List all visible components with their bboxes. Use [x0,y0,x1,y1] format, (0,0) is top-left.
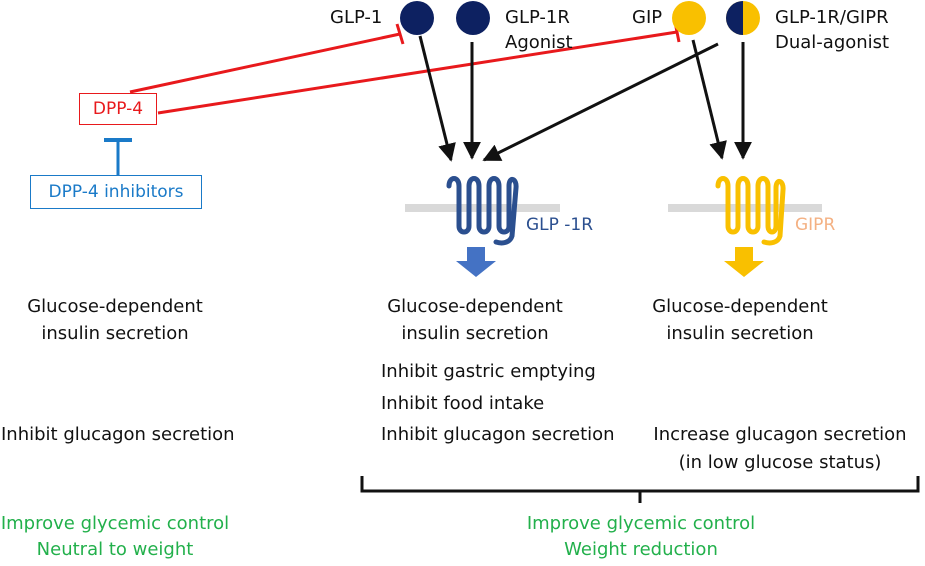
dual-agonist-half [726,1,743,35]
glp1r-receptor-icon [446,176,519,246]
dual-agonist-label-line2: Dual-agonist [775,32,890,53]
dpp4-to-glp1-tbar [395,23,405,45]
glp1r-signal-arrow [456,247,496,277]
gipr-receptor-icon [715,176,786,246]
dpp4-to-gip-line [157,30,678,115]
gipr-insulin-line2: insulin secretion [666,323,814,344]
gipr-signal-arrow [724,247,764,277]
glp1r-effect-glucagon: Inhibit glucagon secretion [381,424,615,445]
combined-outcome-line1: Improve glycemic control [526,513,756,534]
dpp4i-insulin-line2: insulin secretion [41,323,189,344]
dpp4i-glucagon: Inhibit glucagon secretion [1,424,235,445]
glp1r-agonist-label-line1: GLP-1R [505,7,570,28]
dpp4i-outcome-line2: Neutral to weight [36,539,194,560]
glp1r-agonist-label-line2: Agonist [505,32,573,53]
glp1-label: GLP-1 [330,7,383,28]
glp1r-effect-food: Inhibit food intake [381,393,545,414]
combined-bracket [360,476,920,503]
gipr-glucagon-line1: Increase glucagon secretion [653,424,907,445]
glp1r-effect-gastric: Inhibit gastric emptying [381,361,596,382]
dpp4-to-glp1-line [129,32,401,94]
dual-agonist-label-line1: GLP-1R/GIPR [775,7,889,28]
dpp4i-outcome-line1: Improve glycemic control [0,513,230,534]
gipr-insulin-line1: Glucose-dependent [652,296,828,317]
gip-arrow [691,39,727,160]
dpp4i-insulin-line1: Glucose-dependent [27,296,203,317]
gip-circle [672,1,706,35]
gipr-label: GIPR [795,215,836,235]
glp1-arrow [418,35,456,162]
glp1r-agonist-circle [456,1,490,35]
glp1-circle [400,1,434,35]
dpp4-inhibitors-box: DPP-4 inhibitors [30,175,202,209]
dpp4-box: DPP-4 [79,93,157,125]
combined-outcome-line2: Weight reduction [564,539,718,560]
gipr-glucagon-line2: (in low glucose status) [678,452,882,473]
dual-to-glp1r-arrow [482,42,719,162]
glp1r-label: GLP -1R [526,215,594,235]
gip-label: GIP [632,7,663,28]
glp1r-insulin-line1: Glucose-dependent [387,296,563,317]
glp1r-insulin-line2: insulin secretion [401,323,549,344]
